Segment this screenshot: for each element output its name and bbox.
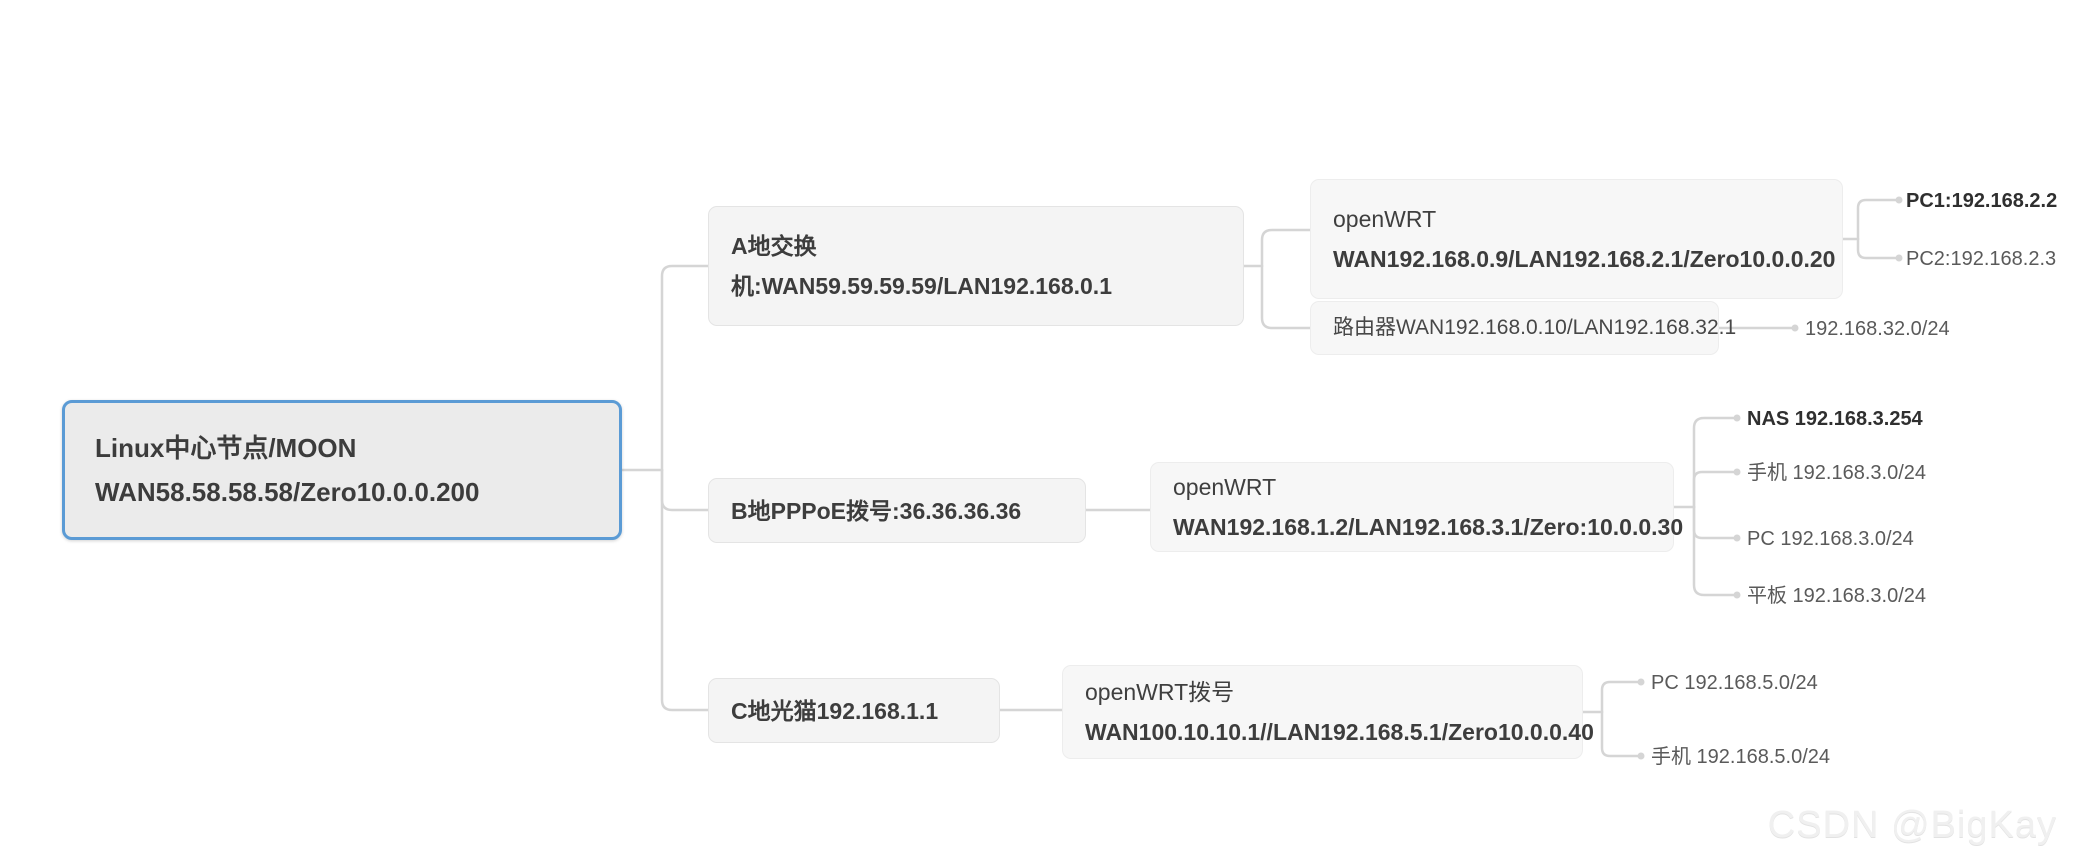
connector-dot: [1791, 324, 1799, 332]
node-a-router[interactable]: 路由器WAN192.168.0.10/LAN192.168.32.1: [1310, 301, 1737, 355]
leaf-c-pc[interactable]: PC 192.168.5.0/24: [1651, 672, 1818, 694]
connector-root-to-a: [660, 264, 710, 472]
connector-a-to-openwrt: [1260, 228, 1312, 268]
connector-dot: [1637, 752, 1645, 760]
leaf-a-router-subnet[interactable]: 192.168.32.0/24: [1805, 318, 1950, 340]
connector-bowrt-to-pc: [1692, 505, 1736, 540]
connector-root-to-c: [660, 468, 710, 712]
node-a-openwrt-line2: WAN192.168.0.9/LAN192.168.2.1/Zero10.0.0…: [1333, 246, 1836, 272]
root-node[interactable]: Linux中心节点/MOON WAN58.58.58.58/Zero10.0.0…: [62, 400, 622, 540]
branch-node-a-line2: 机:WAN59.59.59.59/LAN192.168.0.1: [731, 273, 1112, 299]
connector-dot: [1637, 678, 1645, 686]
leaf-b-pc[interactable]: PC 192.168.3.0/24: [1747, 528, 1914, 550]
node-b-openwrt-line2: WAN192.168.1.2/LAN192.168.3.1/Zero:10.0.…: [1173, 514, 1684, 540]
node-a-openwrt-line1: openWRT: [1333, 206, 1437, 232]
root-node-line2: WAN58.58.58.58/Zero10.0.0.200: [95, 477, 480, 507]
connector-dot: [1733, 414, 1741, 422]
connector-dot: [1733, 591, 1741, 599]
connector-bowrt-to-phone: [1692, 470, 1736, 509]
root-node-line1: Linux中心节点/MOON: [95, 433, 357, 463]
branch-node-a[interactable]: A地交换 机:WAN59.59.59.59/LAN192.168.0.1: [708, 206, 1244, 326]
branch-node-b-line1: B地PPPoE拨号:36.36.36.36: [731, 497, 1022, 524]
connector-root-to-b: [660, 468, 710, 512]
node-b-openwrt-line1: openWRT: [1173, 474, 1277, 500]
leaf-a-pc1[interactable]: PC1:192.168.2.2: [1906, 190, 2058, 212]
node-c-openwrt[interactable]: openWRT拨号 WAN100.10.10.1//LAN192.168.5.1…: [1062, 665, 1594, 759]
connector-dot: [1733, 534, 1741, 542]
node-c-openwrt-line2: WAN100.10.10.1//LAN192.168.5.1/Zero10.0.…: [1085, 719, 1594, 745]
connector-bowrt-to-tablet: [1692, 505, 1736, 597]
connector-cowrt-to-pc: [1600, 680, 1640, 714]
connector-aowrt-to-pc1: [1856, 198, 1898, 241]
connector-aowrt-to-pc2: [1856, 237, 1898, 260]
branch-node-a-line1: A地交换: [731, 233, 817, 259]
connector-dot: [1895, 254, 1903, 262]
connector-bowrt-to-nas: [1692, 416, 1736, 509]
connector-a-to-router: [1260, 264, 1312, 330]
watermark: CSDN @BigKay: [1767, 804, 2057, 846]
leaf-b-phone[interactable]: 手机 192.168.3.0/24: [1747, 462, 1927, 484]
leaf-c-phone[interactable]: 手机 192.168.5.0/24: [1651, 746, 1831, 768]
node-b-openwrt[interactable]: openWRT WAN192.168.1.2/LAN192.168.3.1/Ze…: [1150, 462, 1684, 552]
node-a-router-line1: 路由器WAN192.168.0.10/LAN192.168.32.1: [1333, 316, 1737, 339]
branch-node-c[interactable]: C地光猫192.168.1.1: [708, 678, 1000, 743]
leaf-a-pc2[interactable]: PC2:192.168.2.3: [1906, 248, 2057, 270]
connector-cowrt-to-phone: [1600, 710, 1640, 758]
connector-dot: [1895, 196, 1903, 204]
branch-node-b[interactable]: B地PPPoE拨号:36.36.36.36: [708, 478, 1086, 543]
leaf-b-nas[interactable]: NAS 192.168.3.254: [1747, 408, 1923, 430]
leaf-b-tablet[interactable]: 平板 192.168.3.0/24: [1747, 585, 1927, 607]
node-c-openwrt-line1: openWRT拨号: [1085, 679, 1235, 705]
connector-dot: [1733, 468, 1741, 476]
node-a-openwrt[interactable]: openWRT WAN192.168.0.9/LAN192.168.2.1/Ze…: [1310, 179, 1843, 299]
branch-node-c-line1: C地光猫192.168.1.1: [731, 697, 939, 724]
